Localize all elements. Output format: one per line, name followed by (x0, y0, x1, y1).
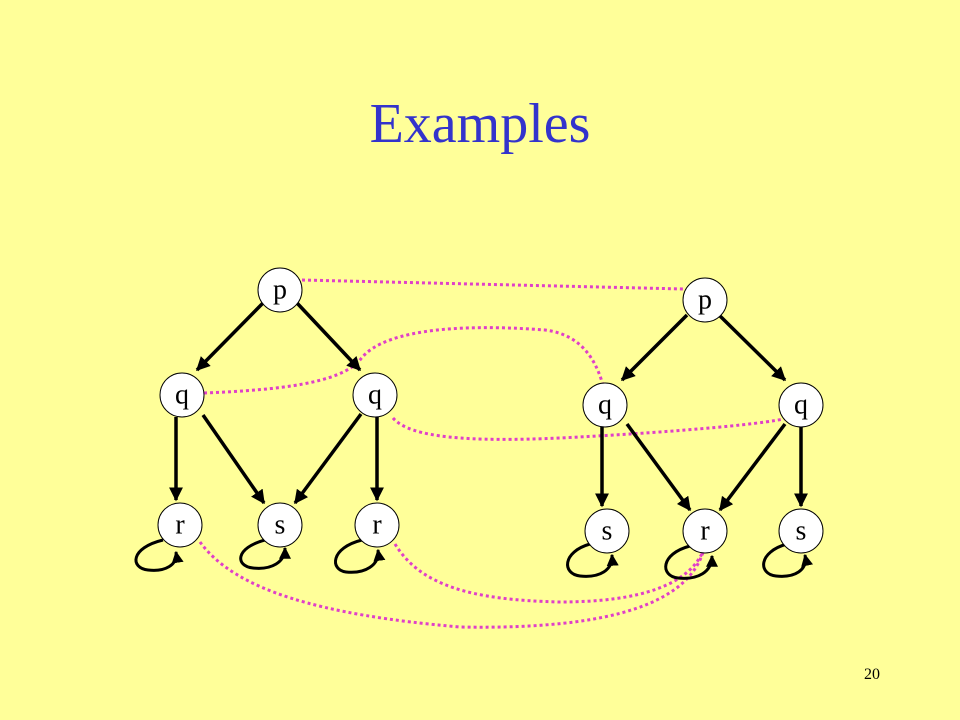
node-r: r (354, 502, 400, 548)
match-line-q-left (203, 326, 605, 395)
page-number: 20 (864, 666, 880, 683)
match-line-r-right (393, 543, 706, 604)
node-p: p (682, 277, 728, 323)
svg-text:s: s (275, 510, 286, 541)
edge-p-q (295, 301, 362, 372)
edge-p-q (717, 313, 787, 382)
left-graph-edges (169, 301, 384, 505)
edge-q-r (625, 422, 692, 512)
slide-title: Examples (369, 93, 591, 155)
node-q: q (159, 372, 205, 418)
node-s: s (778, 508, 824, 554)
match-line-p (301, 278, 685, 291)
node-p: p (257, 267, 303, 313)
svg-text:s: s (602, 516, 613, 547)
node-s: s (584, 508, 630, 554)
self-loop (762, 542, 813, 578)
svg-text:r: r (700, 516, 710, 547)
node-q: q (778, 382, 824, 428)
svg-text:q: q (598, 390, 612, 421)
right-graph-edges (595, 313, 808, 512)
node-r: r (682, 508, 728, 554)
svg-text:p: p (698, 285, 712, 316)
edge-q-s (201, 414, 266, 505)
self-loop (134, 538, 184, 572)
self-loop (664, 544, 718, 580)
svg-text:q: q (794, 390, 808, 421)
node-q: q (352, 372, 398, 418)
svg-text:r: r (372, 510, 382, 541)
edge-q-s (293, 412, 363, 505)
edge-q-r (718, 422, 787, 512)
edge-p-q (195, 301, 265, 372)
node-s: s (257, 502, 303, 548)
svg-text:p: p (273, 275, 287, 306)
svg-text:q: q (368, 380, 382, 411)
self-loop (239, 538, 291, 570)
self-loop (334, 538, 386, 574)
svg-text:r: r (175, 510, 185, 541)
edge-p-q (620, 313, 689, 382)
self-loops (134, 538, 813, 580)
svg-text:q: q (175, 380, 189, 411)
node-r: r (157, 502, 203, 548)
svg-text:s: s (796, 516, 807, 547)
node-q: q (582, 382, 628, 428)
match-line-r-left (198, 541, 706, 629)
self-loop (566, 542, 619, 578)
